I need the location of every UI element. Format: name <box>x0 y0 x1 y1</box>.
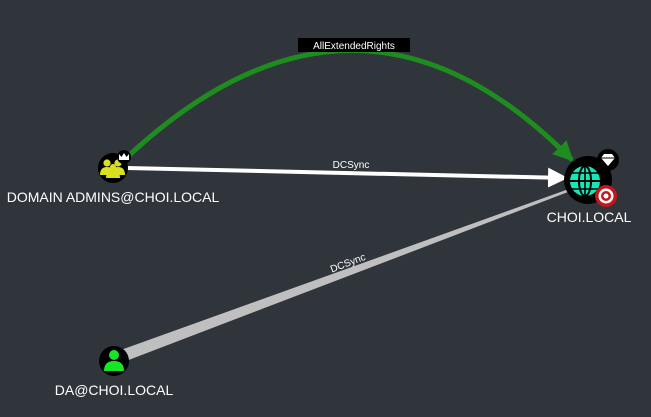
crown-icon <box>117 150 131 164</box>
node-da-user-label: DA@CHOI.LOCAL <box>55 382 174 398</box>
user-icon <box>104 350 124 371</box>
edge-dcsync-group[interactable]: DCSync <box>125 160 568 188</box>
node-domain[interactable]: CHOI.LOCAL <box>547 149 632 225</box>
diamond-icon <box>597 149 619 171</box>
edge-allextendedrights[interactable]: AllExtendedRights <box>120 38 574 164</box>
edge-dcsync-user-line[interactable] <box>118 190 568 361</box>
globe-icon <box>570 165 600 197</box>
users-group-icon <box>100 159 125 178</box>
edge-allextendedrights-label: AllExtendedRights <box>313 41 395 52</box>
edge-dcsync-group-line[interactable] <box>125 166 568 188</box>
edge-dcsync-user[interactable]: DCSync <box>118 190 568 361</box>
node-domain-admins-label: DOMAIN ADMINS@CHOI.LOCAL <box>7 189 220 205</box>
edge-allextendedrights-label-box <box>298 38 410 52</box>
edge-dcsync-group-label: DCSync <box>333 160 370 171</box>
node-da-user[interactable]: DA@CHOI.LOCAL <box>55 346 174 398</box>
node-domain-admins[interactable]: DOMAIN ADMINS@CHOI.LOCAL <box>7 150 220 205</box>
target-icon <box>595 185 617 207</box>
node-domain-label: CHOI.LOCAL <box>547 209 632 225</box>
edge-allextendedrights-line[interactable] <box>120 48 574 164</box>
